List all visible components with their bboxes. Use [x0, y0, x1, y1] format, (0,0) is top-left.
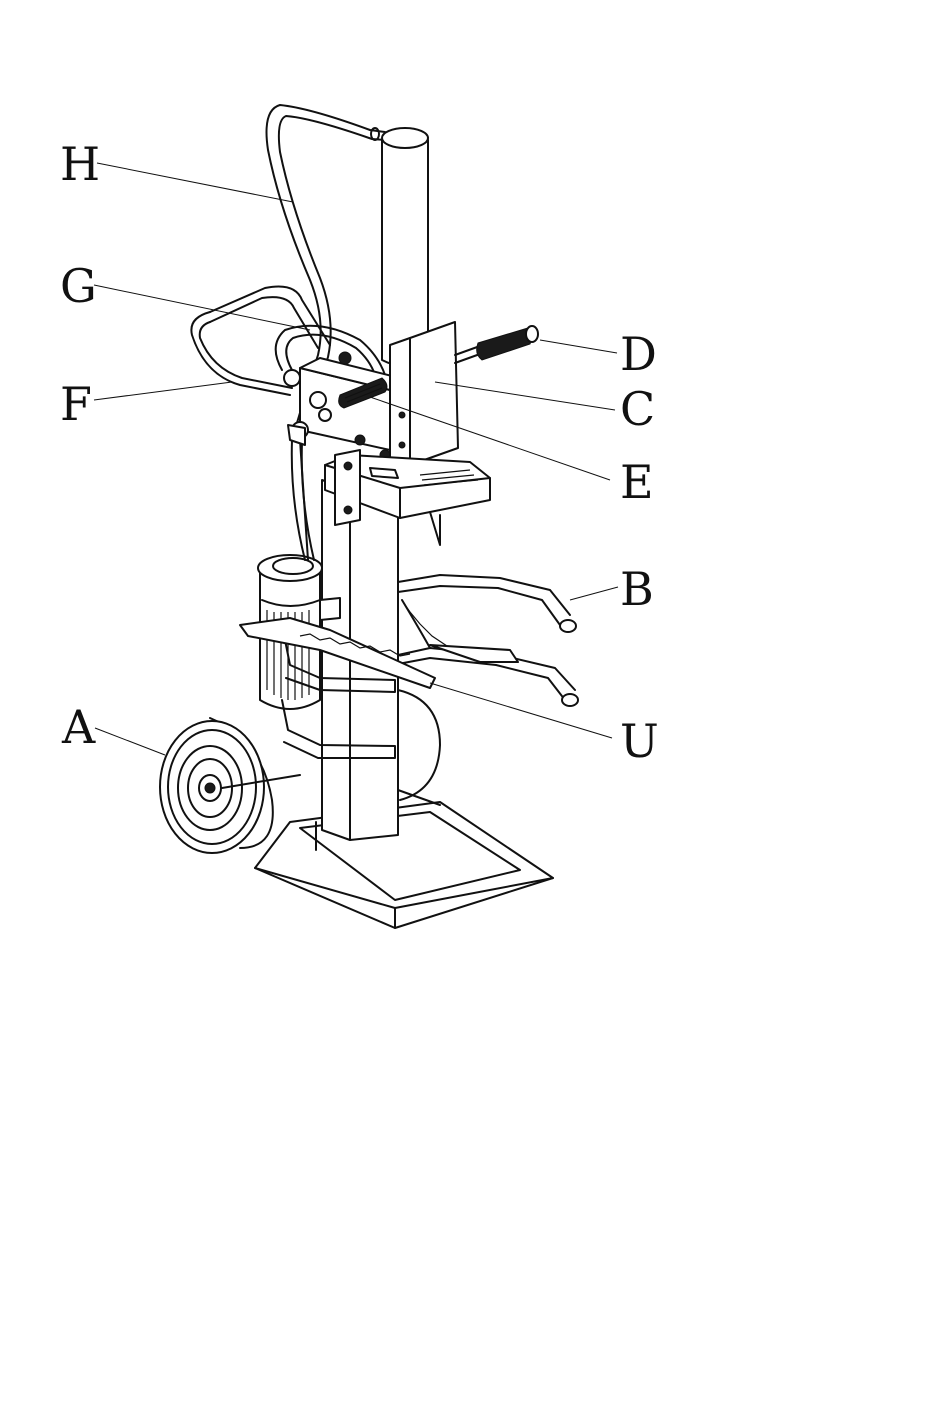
label-g: G [60, 259, 97, 313]
hydraulic-cylinder [371, 128, 428, 366]
leader-h [97, 163, 293, 202]
label-u: U [620, 714, 659, 768]
label-c: C [620, 382, 655, 436]
leader-u [430, 683, 612, 738]
label-b: B [620, 562, 654, 616]
rear-disc [398, 690, 440, 800]
base-plate [255, 802, 553, 928]
label-d: D [620, 327, 657, 381]
guard-plate [390, 322, 458, 470]
leader-a [95, 728, 165, 755]
lever-d [455, 326, 538, 363]
label-f: F [60, 377, 92, 431]
wheel [160, 718, 300, 853]
leader-c [435, 382, 615, 410]
label-h: H [60, 137, 100, 191]
label-a: A [61, 700, 96, 754]
leader-f [94, 382, 232, 400]
leader-g [94, 285, 310, 330]
leader-b [570, 587, 618, 600]
label-e: E [620, 455, 654, 509]
leader-d [540, 340, 617, 353]
